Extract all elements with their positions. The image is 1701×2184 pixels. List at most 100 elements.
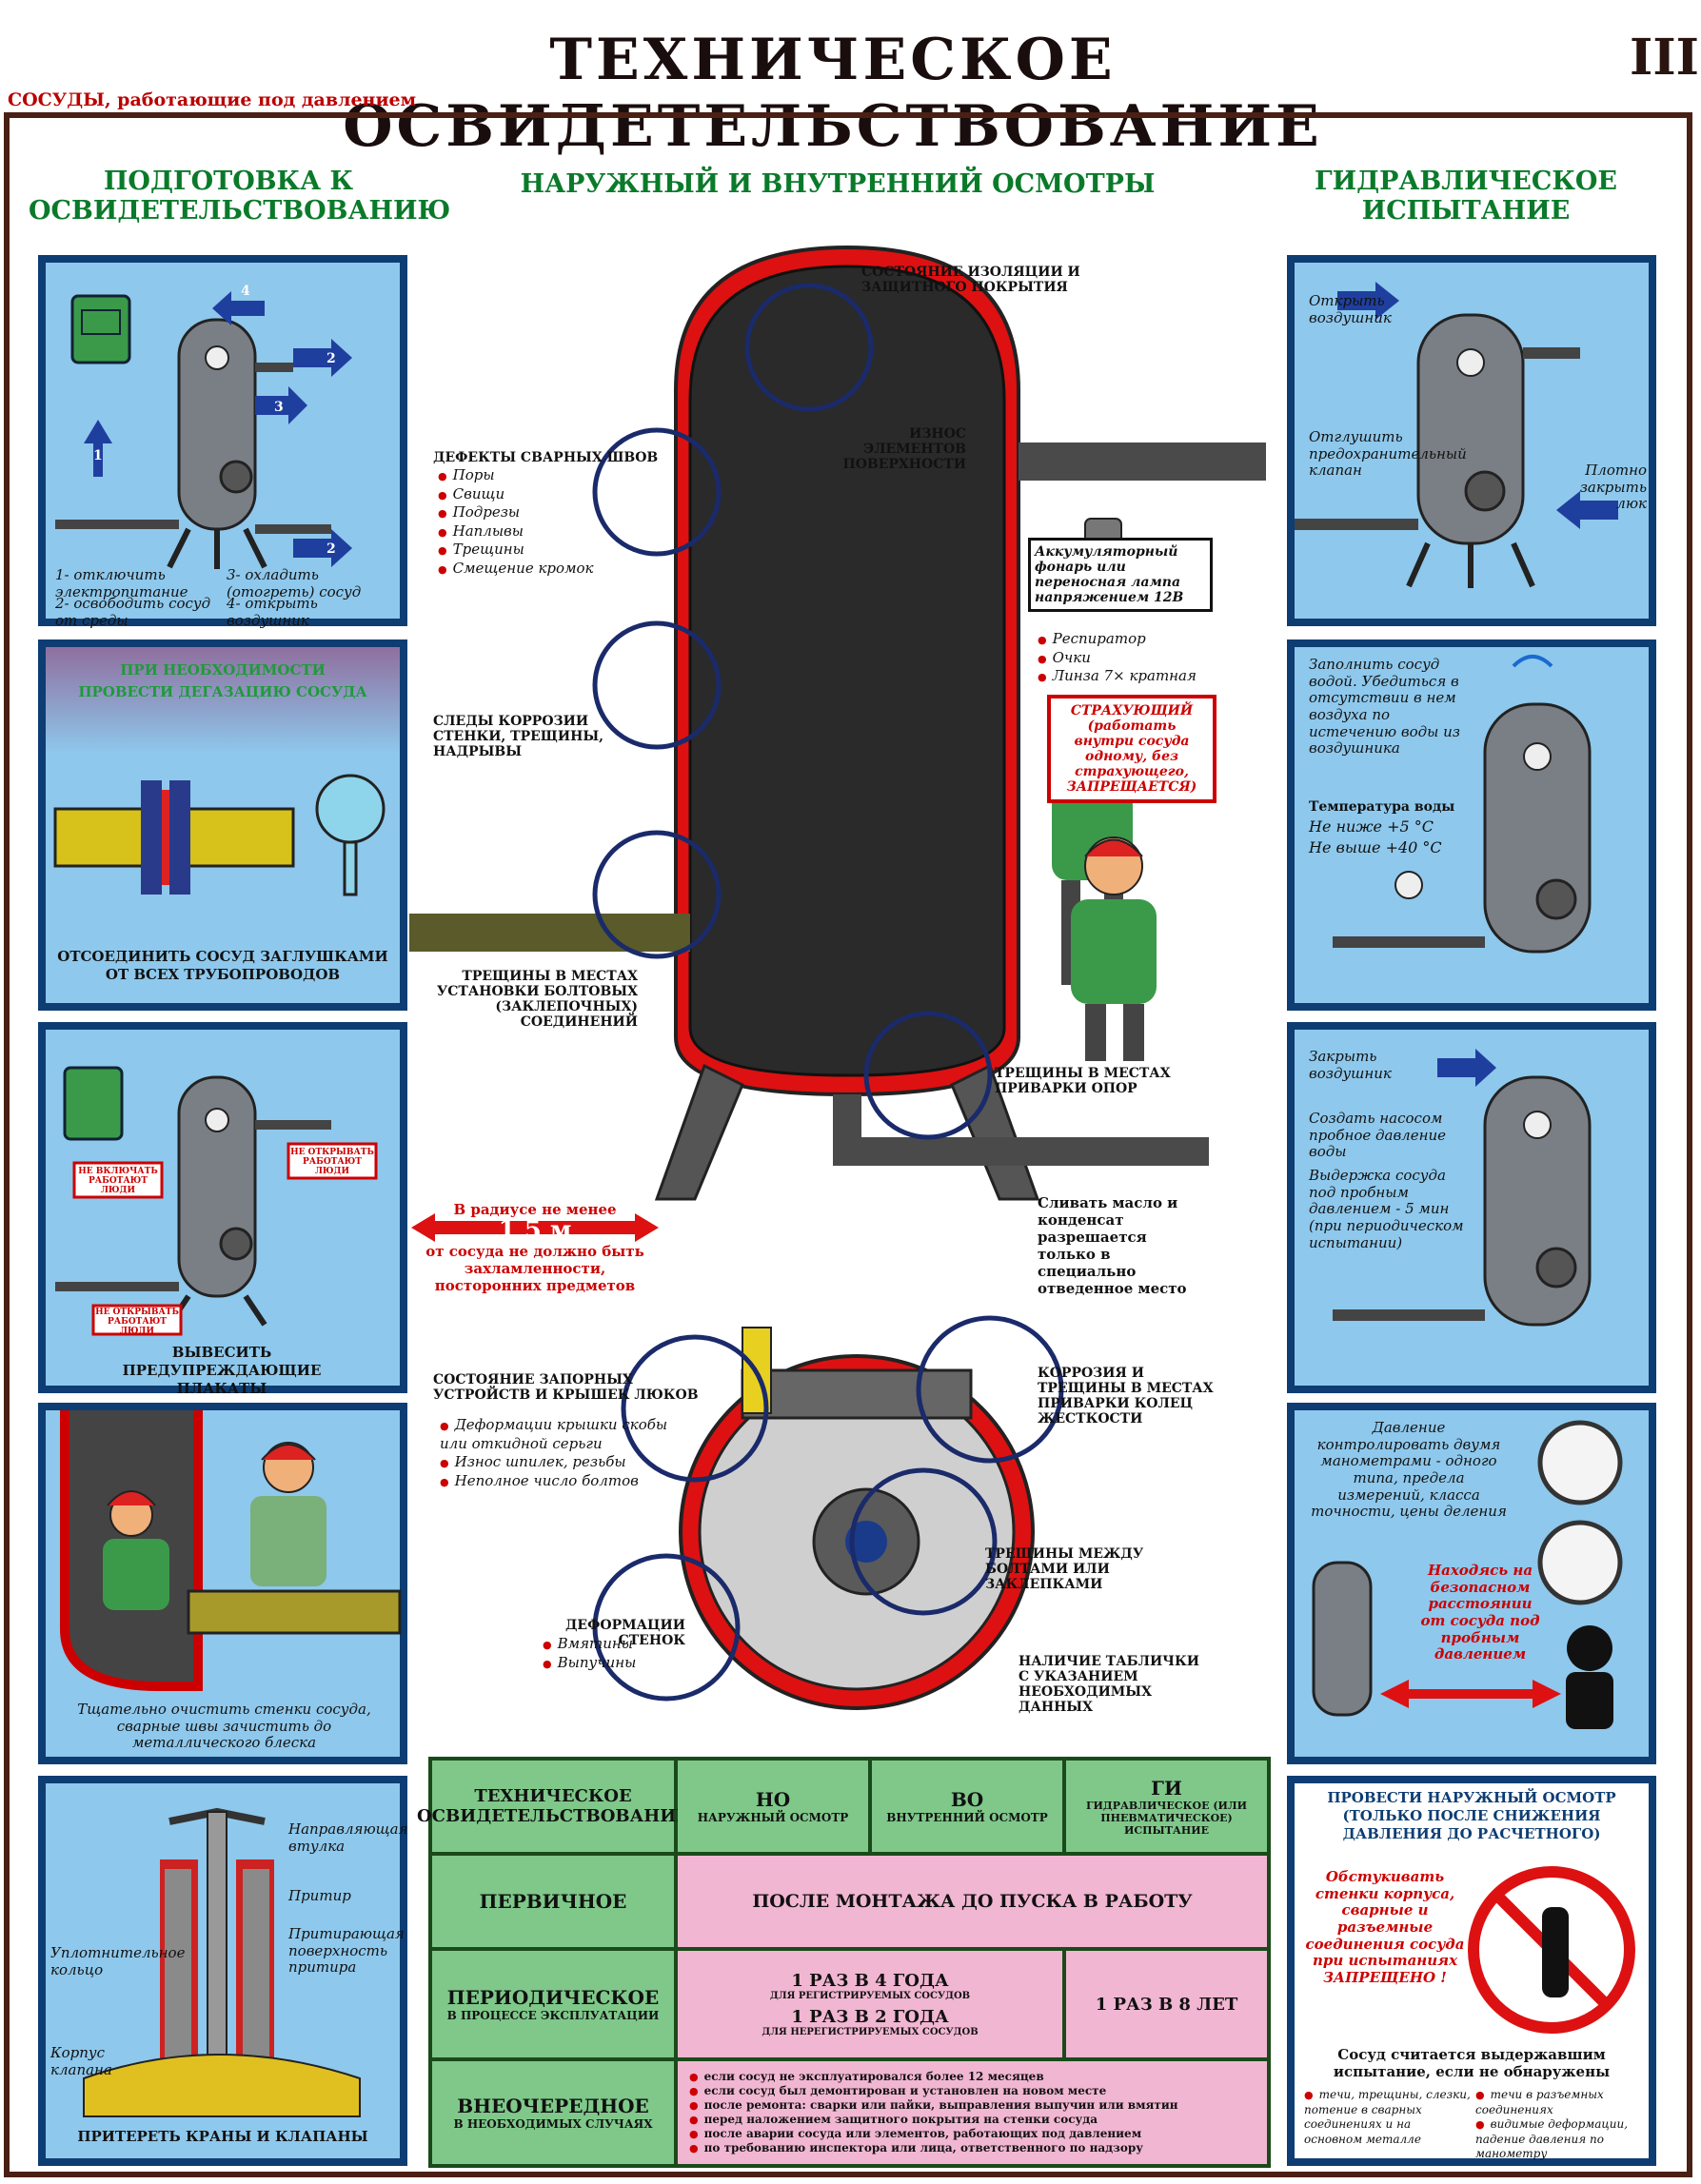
sign-no-open-bottom: НЕ ОТКРЫВАТЬ РАБОТАЮТ ЛЮДИ xyxy=(95,1308,179,1336)
flange-plug-illustration xyxy=(53,774,386,896)
page-title: ТЕХНИЧЕСКОЕ ОСВИДЕТЕЛЬСТВОВАНИЕ xyxy=(343,27,1323,160)
periodic-4y: 1 РАЗ В 4 ГОДА xyxy=(791,1971,949,1991)
row-periodic-gi: 1 РАЗ В 8 ЛЕТ xyxy=(1066,1951,1267,2057)
wall-deform-item: Вмятины xyxy=(543,1635,685,1654)
radius-arrow xyxy=(411,1213,659,1242)
label-bolt-cracks: ТРЕЩИНЫ В МЕСТАХ УСТАНОВКИ БОЛТОВЫХ (ЗАК… xyxy=(436,969,638,1031)
caption-cool: 3- охладить (отогреть) сосуд xyxy=(227,566,362,600)
weld-defect-item: Свищи xyxy=(438,485,628,504)
table-head-no: НО НАРУЖНЫЙ ОСМОТР xyxy=(678,1761,868,1852)
radius-bottom: от сосуда не должно быть захламленности,… xyxy=(425,1243,644,1294)
wall-deform-list: Вмятины Выпучины xyxy=(543,1635,685,1672)
hydro-panel-prepare: Открыть воздушник Отглушить предохраните… xyxy=(1287,255,1656,626)
periodic-4y-sub: для регистрируемых сосудов xyxy=(769,1991,971,2001)
extra-item: перед наложением защитного покрытия на с… xyxy=(689,2113,1178,2127)
safe-distance-note: Находясь на безопасном расстоянии от сос… xyxy=(1420,1562,1540,1663)
extra-label: ВНЕОЧЕРЕДНОЕ xyxy=(457,2095,649,2117)
row-extra-name: ВНЕОЧЕРЕДНОЕ в необходимых случаях xyxy=(432,2061,674,2164)
weld-defects-title: ДЕФЕКТЫ СВАРНЫХ ШВОВ xyxy=(433,450,659,465)
hydro-close-hatch: Плотно закрыть люк xyxy=(1579,462,1647,513)
weld-defects-list: Поры Свищи Подрезы Наплывы Трещины Смеще… xyxy=(438,466,628,578)
weld-defect-item: Поры xyxy=(438,466,628,485)
weld-defect-item: Трещины xyxy=(438,541,628,560)
equipment-item: Очки xyxy=(1038,649,1228,668)
row-periodic-novo: 1 РАЗ В 4 ГОДА для регистрируемых сосудо… xyxy=(678,1951,1062,2057)
row-primary-value: ПОСЛЕ МОНТАЖА ДО ПУСКА В РАБОТУ xyxy=(678,1856,1267,1947)
hatch-item: Неполное число болтов xyxy=(440,1472,678,1491)
hydro-vessel-3 xyxy=(1333,1049,1592,1327)
label-corrosion: СЛЕДЫ КОРРОЗИИ СТЕНКИ, ТРЕЩИНЫ, НАДРЫВЫ xyxy=(433,714,604,760)
gauges-illustration xyxy=(1312,1420,1623,1729)
periodic-2y: 1 РАЗ В 2 ГОДА xyxy=(791,2007,949,2027)
label-valve-body: Корпус клапана xyxy=(50,2044,112,2078)
sign-no-open-top: НЕ ОТКРЫВАТЬ РАБОТАЮТ ЛЮДИ xyxy=(290,1148,374,1176)
label-wear: ИЗНОС ЭЛЕМЕНТОВ ПОВЕРХНОСТИ xyxy=(842,426,966,473)
hydro-fill-note: Заполнить сосуд водой. Убедиться в отсут… xyxy=(1309,656,1460,758)
caption-disconnect: 1- отключить электропитание xyxy=(55,566,188,600)
lapping-caption: ПРИТЕРЕТЬ КРАНЫ И КЛАПАНЫ xyxy=(77,2128,368,2145)
gi-label: ГИДРАВЛИЧЕСКОЕ (или пневматическое) испы… xyxy=(1085,1799,1248,1837)
label-lap-surface: Притирающая поверхность притира xyxy=(288,1925,405,1977)
weld-defect-item: Наплывы xyxy=(438,522,628,541)
table-head-type: ТЕХНИЧЕСКОЕ освидетельствование xyxy=(417,1761,689,1852)
arrow-num-1: 1 xyxy=(93,448,103,463)
hydro-close-vent: Закрыть воздушник xyxy=(1309,1048,1392,1082)
table-head-vo: ВО ВНУТРЕННИЙ ОСМОТР xyxy=(872,1761,1062,1852)
radius-top: В радиусе не менее xyxy=(453,1201,617,1218)
label-between-bolts: ТРЕЩИНЫ МЕЖДУ БОЛТАМИ ИЛИ ЗАКЛЕПКАМИ xyxy=(985,1546,1144,1593)
center-heading: НАРУЖНЫЙ И ВНУТРЕННИЙ ОСМОТРЫ xyxy=(520,169,1156,199)
cleaning-illustration xyxy=(60,1410,402,1691)
pass-item: течи в разъемных соединениях xyxy=(1475,2088,1642,2117)
degas-caption: ОТСОЕДИНИТЬ СОСУД ЗАГЛУШКАМИ ОТ ВСЕХ ТРУ… xyxy=(57,948,388,983)
hydro-vessel-2 xyxy=(1333,655,1592,954)
no-code: НО xyxy=(755,1788,791,1811)
hatch-item: Износ шпилек, резьбы xyxy=(440,1453,678,1472)
pass-item: течи, трещины, слезки, потение в сварных… xyxy=(1304,2088,1471,2147)
periodic-label: ПЕРИОДИЧЕСКОЕ xyxy=(446,1986,660,2009)
knocking-forbidden: Обстукивать стенки корпуса, сварные и ра… xyxy=(1305,1868,1465,1987)
hatch-item: Деформации крышки скобы или откидной сер… xyxy=(440,1416,678,1453)
label-nameplate: НАЛИЧИЕ ТАБЛИЧКИ С УКАЗАНИЕМ НЕОБХОДИМЫХ… xyxy=(1019,1654,1199,1716)
gauges-note: Давление контролировать двумя манометрам… xyxy=(1311,1419,1507,1521)
periodic-sub: в процессе эксплуатации xyxy=(446,2009,660,2022)
row-periodic-name: ПЕРИОДИЧЕСКОЕ в процессе эксплуатации xyxy=(432,1951,674,2057)
hatch-illustration xyxy=(592,1315,1064,1710)
vessel-prep-illustration: 2 1 3 4 2 xyxy=(55,284,352,569)
drain-note: Сливать масло и конденсат разрешается то… xyxy=(1038,1194,1187,1297)
hydro-pressure: Создать насосом пробное давление воды xyxy=(1309,1110,1447,1161)
wall-deform-item: Выпучины xyxy=(543,1654,685,1673)
arrow-num-4: 4 xyxy=(241,284,250,299)
equipment-list: Респиратор Очки Линза 7× кратная xyxy=(1038,630,1228,686)
temp-title: Температура воды xyxy=(1309,799,1455,815)
insurer-warning: СТРАХУЮЩИЙ (работать внутри сосуда одном… xyxy=(1047,695,1216,803)
pass-list-right: течи в разъемных соединениях видимые деф… xyxy=(1475,2088,1642,2162)
table-head-gi: ГИ ГИДРАВЛИЧЕСКОЕ (или пневматическое) и… xyxy=(1066,1761,1267,1852)
prep-panel-cleaning: Тщательно очистить стенки сосуда, сварны… xyxy=(38,1403,407,1764)
weld-defect-item: Подрезы xyxy=(438,503,628,522)
prep-panel-lapping: Направляющая втулка Притир Притирающая п… xyxy=(38,1776,408,2166)
hydro-panel-pressure: Закрыть воздушник Создать насосом пробно… xyxy=(1287,1022,1656,1393)
pass-item: видимые деформации, падение давления по … xyxy=(1475,2117,1642,2162)
vo-code: ВО xyxy=(950,1788,984,1811)
extra-item: если сосуд был демонтирован и установлен… xyxy=(689,2084,1178,2098)
valve-lapping-illustration xyxy=(83,1807,361,2117)
extra-item: если сосуд не эксплуатировался более 12 … xyxy=(689,2070,1178,2084)
right-heading: ГИДРАВЛИЧЕСКОЕ ИСПЫТАНИЕ xyxy=(1314,167,1618,226)
sheet-number: III xyxy=(1630,29,1699,87)
poster-frame xyxy=(4,112,1692,2177)
periodic-2y-sub: для нерегистрируемых сосудов xyxy=(761,2027,979,2037)
pass-list-left: течи, трещины, слезки, потение в сварных… xyxy=(1304,2088,1471,2147)
degas-title-1: ПРИ НЕОБХОДИМОСТИ xyxy=(120,661,326,679)
caption-release: 2- освободить сосуд от среды xyxy=(55,595,211,629)
hydro-open-vent: Открыть воздушник xyxy=(1309,292,1392,326)
hydro-check-valve: Отглушить предохранительный клапан xyxy=(1309,428,1467,480)
label-seal-ring: Уплотнительное кольцо xyxy=(50,1944,186,1978)
arrow-num-2b: 2 xyxy=(326,541,336,557)
inspect-title: ПРОВЕСТИ НАРУЖНЫЙ ОСМОТР (ТОЛЬКО ПОСЛЕ С… xyxy=(1327,1789,1616,1842)
row-extra-list: если сосуд не эксплуатировался более 12 … xyxy=(678,2061,1267,2164)
no-label: НАРУЖНЫЙ ОСМОТР xyxy=(697,1811,849,1824)
label-guide-bushing: Направляющая втулка xyxy=(288,1820,408,1855)
extra-item: после аварии сосуда или элементов, работ… xyxy=(689,2127,1178,2141)
equipment-item: Респиратор xyxy=(1038,630,1228,649)
left-heading: ПОДГОТОВКА К ОСВИДЕТЕЛЬСТВОВАНИЮ xyxy=(29,167,451,226)
